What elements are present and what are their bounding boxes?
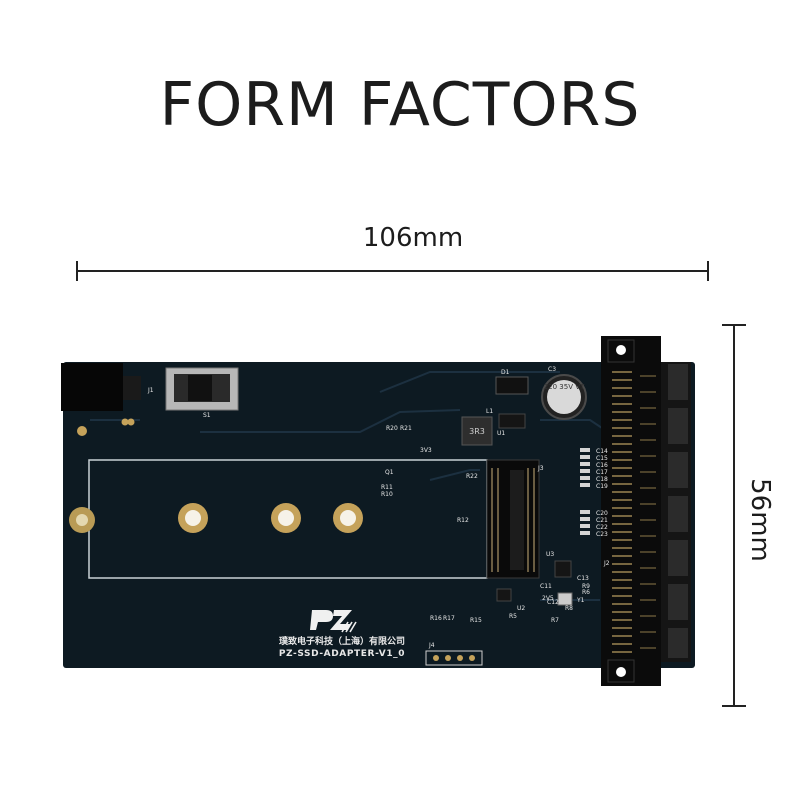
height-dimension-cap-top <box>722 324 746 326</box>
svg-text:R15: R15 <box>470 617 482 624</box>
pcb-traces <box>90 371 606 601</box>
svg-text:R9: R9 <box>582 583 590 590</box>
svg-text:J1: J1 <box>147 387 154 394</box>
svg-text:C18: C18 <box>596 476 608 483</box>
page-title: FORM FACTORS <box>159 70 641 140</box>
svg-text:L1: L1 <box>486 408 493 415</box>
svg-text:R12: R12 <box>457 517 469 524</box>
svg-text:R20: R20 <box>386 425 398 432</box>
svg-text:R6: R6 <box>582 589 590 596</box>
svg-text:C20: C20 <box>596 510 608 517</box>
svg-text:C11: C11 <box>540 583 552 590</box>
svg-text:R21: R21 <box>400 425 412 432</box>
svg-text:220 35V VT: 220 35V VT <box>544 383 585 391</box>
height-dimension-line <box>733 325 735 706</box>
svg-text:R7: R7 <box>551 617 559 624</box>
height-dimension-cap-bottom <box>722 705 746 707</box>
svg-text:3V3: 3V3 <box>420 447 432 454</box>
svg-text:C15: C15 <box>596 455 608 462</box>
pcb-body <box>63 362 695 668</box>
width-dimension-cap-right <box>707 261 709 281</box>
connector-pins <box>612 371 632 653</box>
svg-text:C17: C17 <box>596 469 608 476</box>
svg-text:C19: C19 <box>596 483 608 490</box>
edge-connector <box>601 336 691 686</box>
svg-text:Q1: Q1 <box>385 469 394 476</box>
svg-text:2V5: 2V5 <box>542 595 554 602</box>
width-dimension-label: 106mm <box>362 223 464 253</box>
svg-text:C12: C12 <box>547 599 559 606</box>
inductor <box>461 416 493 446</box>
pz-logo <box>310 610 357 633</box>
board-model: PZ-SSD-ADAPTER-V1_0 <box>279 649 405 659</box>
svg-text:R17: R17 <box>443 615 455 622</box>
svg-text:R10: R10 <box>381 491 393 498</box>
diode <box>495 376 529 395</box>
svg-text:U2: U2 <box>517 605 525 612</box>
component-labels: J1 S1 D1 C3 L1 U1 3V3 Q1 R20 R21 R11 R10… <box>147 366 610 649</box>
svg-text:J3: J3 <box>537 465 544 472</box>
chip-u3 <box>554 560 572 578</box>
svg-text:D1: D1 <box>501 369 510 376</box>
svg-text:S1: S1 <box>203 412 211 419</box>
svg-text:C16: C16 <box>596 462 608 469</box>
svg-text:C23: C23 <box>596 531 608 538</box>
svg-text:C22: C22 <box>596 524 608 531</box>
width-dimension-line <box>77 270 708 272</box>
svg-text:C14: C14 <box>596 448 608 455</box>
svg-text:3R3: 3R3 <box>469 427 485 436</box>
svg-text:R8: R8 <box>565 605 573 612</box>
svg-text:U3: U3 <box>546 551 554 558</box>
mounting-holes <box>69 418 363 533</box>
svg-text:U1: U1 <box>497 430 505 437</box>
smd-capacitor-row <box>580 448 590 535</box>
power-jack <box>61 363 123 411</box>
svg-text:J4: J4 <box>428 642 435 649</box>
svg-text:C21: C21 <box>596 517 608 524</box>
svg-text:C13: C13 <box>577 575 589 582</box>
header-j4 <box>425 650 483 666</box>
svg-text:R11: R11 <box>381 484 393 491</box>
svg-text:R16: R16 <box>430 615 442 622</box>
svg-text:J2: J2 <box>603 560 610 567</box>
svg-text:C3: C3 <box>548 366 556 373</box>
company-name: 璞致电子科技（上海）有限公司 <box>279 635 405 647</box>
svg-text:R22: R22 <box>466 473 478 480</box>
svg-text:R5: R5 <box>509 613 517 620</box>
crystal-y1 <box>557 592 573 606</box>
width-dimension-cap-left <box>76 261 78 281</box>
svg-text:Y1: Y1 <box>576 597 585 604</box>
